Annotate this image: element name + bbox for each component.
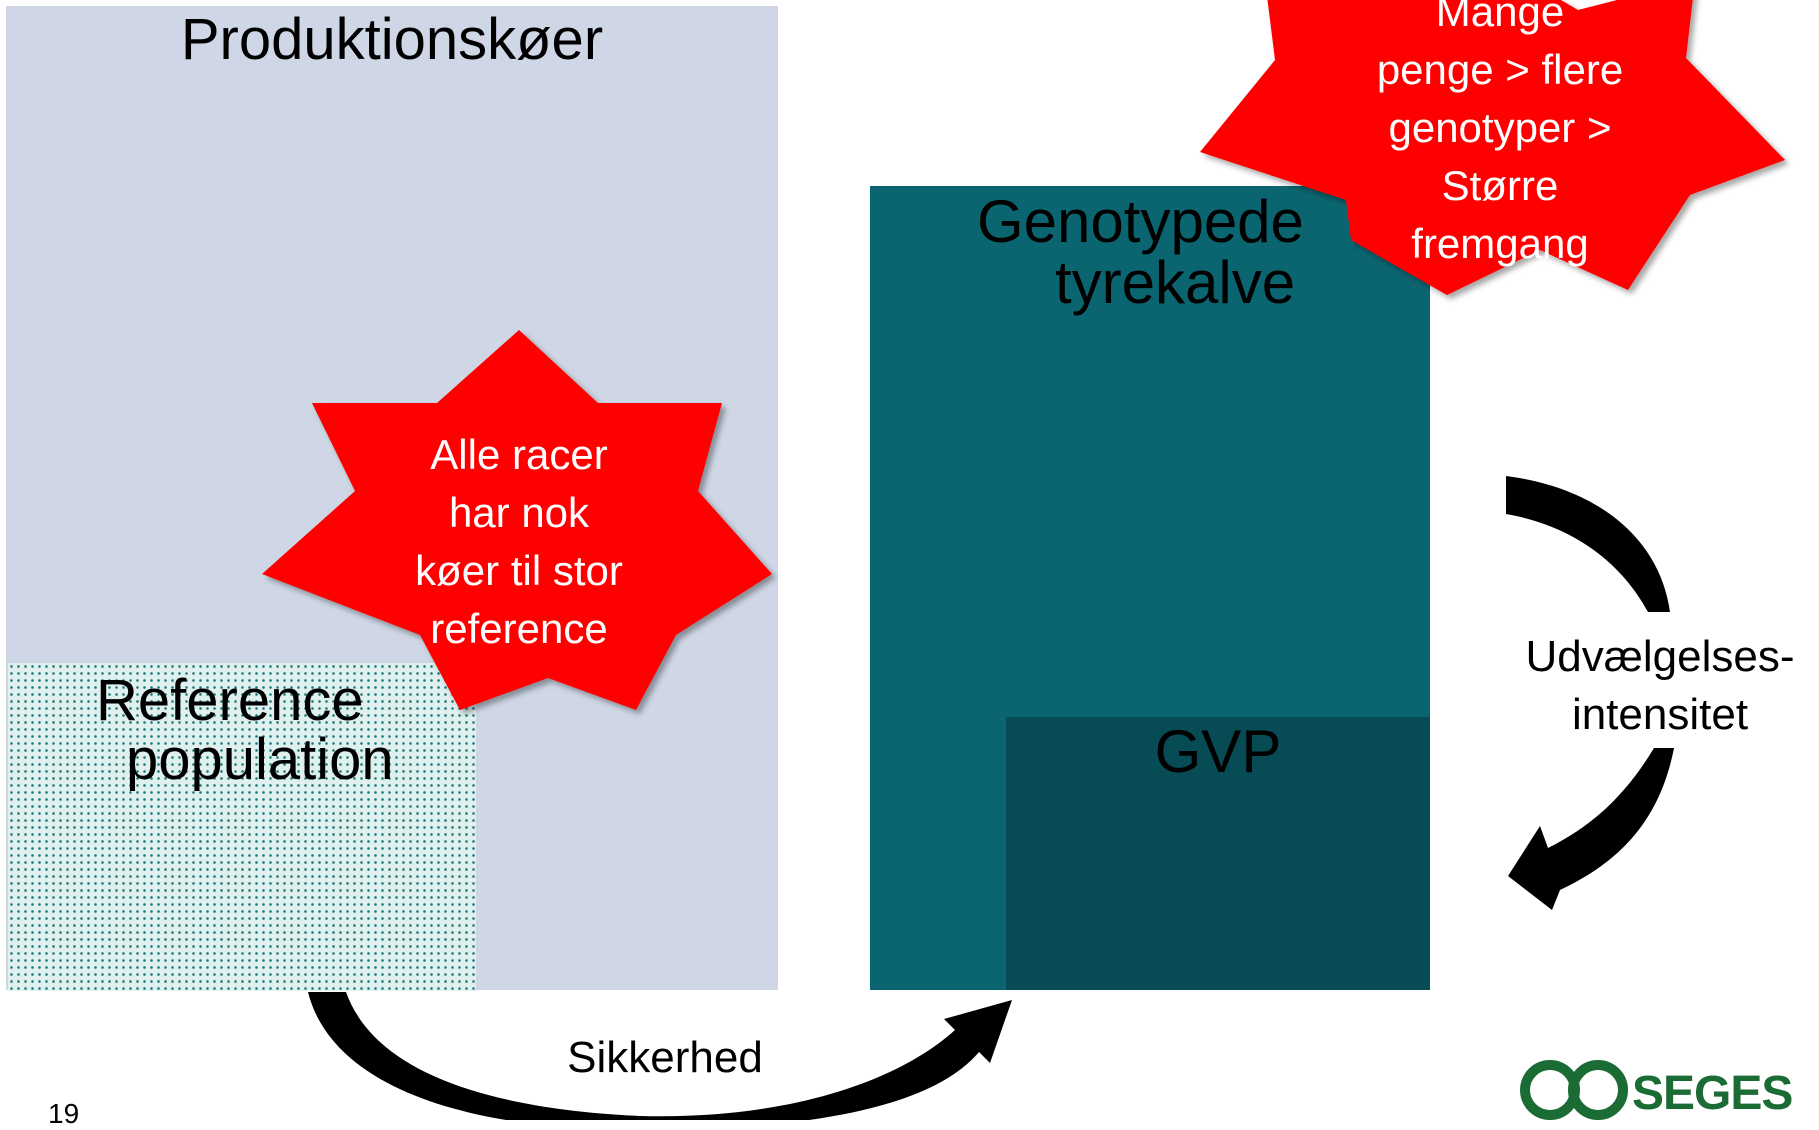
left-star-line1: Alle racer (430, 431, 608, 478)
page-number: 19 (48, 1098, 80, 1129)
accuracy-label: Sikkerhed (567, 1033, 763, 1082)
left-star-text: Alle racer har nok køer til stor referen… (379, 426, 659, 658)
reference-title-line2: population (126, 727, 394, 793)
gvp-block (1006, 717, 1430, 990)
seges-logo-text: SEGES (1632, 1067, 1793, 1120)
production-cows-title: Produktionskøer (180, 7, 604, 72)
reference-title-line1: Reference (96, 668, 364, 733)
right-bottom-arrow-segment (1508, 748, 1674, 910)
left-star-line3: køer til stor (415, 547, 623, 594)
right-top-arrow-segment (1506, 476, 1670, 612)
selection-intensity-line1: Udvælgelses- (1525, 632, 1795, 681)
left-star-line4: reference (430, 605, 608, 652)
left-star-line2: har nok (448, 489, 590, 536)
right-star-line5: fremgang (1411, 220, 1589, 267)
right-star-text: Mange penge > flere genotyper > Større f… (1320, 0, 1680, 273)
reference-population-block (8, 663, 476, 991)
reference-population-title: Reference population (60, 671, 480, 789)
right-star-line2: penge > flere (1376, 46, 1624, 93)
genotyped-title-line2: tyrekalve (1055, 249, 1296, 317)
gvp-title: GVP (1154, 718, 1282, 785)
right-star-line4: Større (1441, 162, 1559, 209)
right-star-line1: Mange (1435, 0, 1565, 35)
right-star-line3: genotyper > (1388, 104, 1612, 151)
right-star-shape (1200, 0, 1785, 295)
seges-logo-rings (1520, 1060, 1628, 1120)
selection-intensity-label: Udvælgelses- intensitet (1500, 628, 1819, 744)
genotyped-title-line1: Genotypede (977, 188, 1304, 255)
genotyped-title: Genotypede tyrekalve (960, 188, 1380, 317)
selection-intensity-line2: intensitet (1571, 690, 1749, 739)
left-star-shape (262, 330, 772, 710)
